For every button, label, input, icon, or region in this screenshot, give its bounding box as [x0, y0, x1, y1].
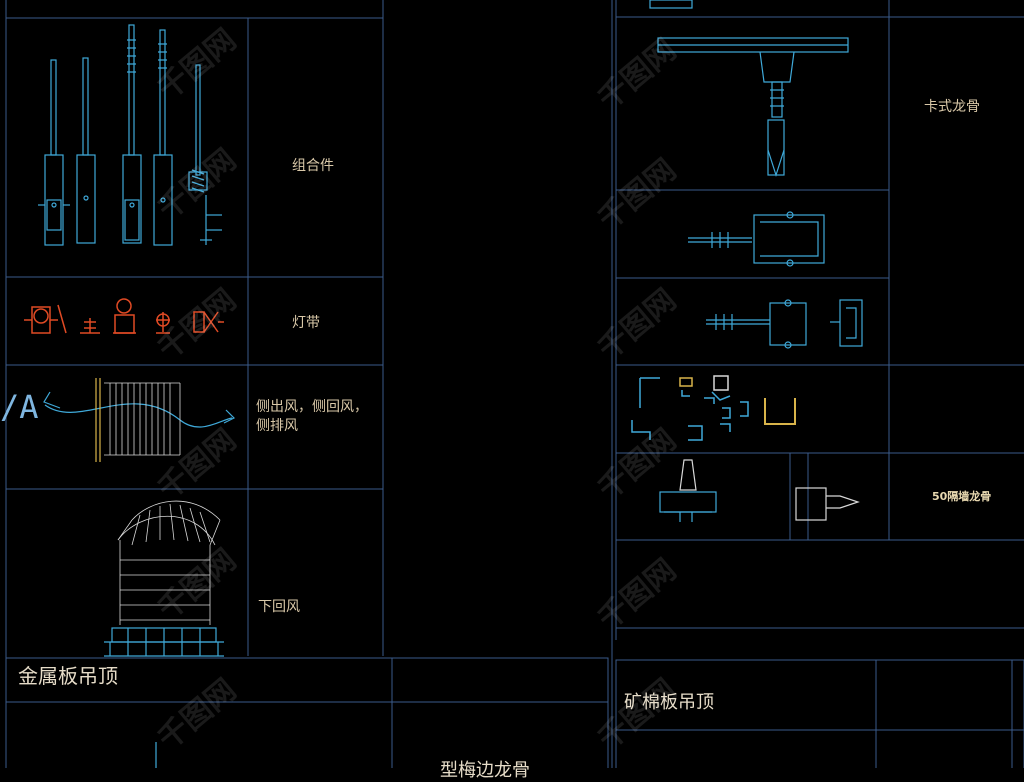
clip-keel-hanger: [649, 0, 849, 177]
mineral-ceiling-title: 矿棉板吊顶: [624, 692, 714, 713]
keel-section-2: [706, 299, 863, 349]
flex-return-duct: [117, 500, 221, 625]
partition-keel-label: 50隔墙龙骨: [932, 490, 992, 503]
side-vent-grille: [43, 378, 236, 462]
right-panel-grid: [611, 0, 1024, 768]
metal-ceiling-title: 金属板吊顶: [18, 664, 118, 688]
light-strip-label: 灯带: [292, 315, 320, 331]
bottom-sections-grid: [5, 657, 1024, 768]
combo-label: 组合件: [292, 158, 334, 174]
bottom-return-label: 下回风: [258, 599, 300, 615]
clip-keel-label: 卡式龙骨: [924, 99, 980, 115]
keel-profiles-mixed: [631, 375, 796, 441]
partition-keel-profiles: [659, 459, 860, 522]
side-vents-label: 侧出风，侧回风， 侧排风: [256, 399, 368, 434]
light-strip-symbols: [24, 298, 224, 334]
keel-section-1: [688, 211, 825, 267]
vent-tag-label: /A: [0, 388, 39, 426]
partial-caption: 型梅边龙骨: [440, 760, 530, 781]
left-panel-grid: [5, 0, 384, 660]
hanger-rod-assemblies: [38, 24, 222, 246]
return-duct-base: [104, 627, 224, 657]
